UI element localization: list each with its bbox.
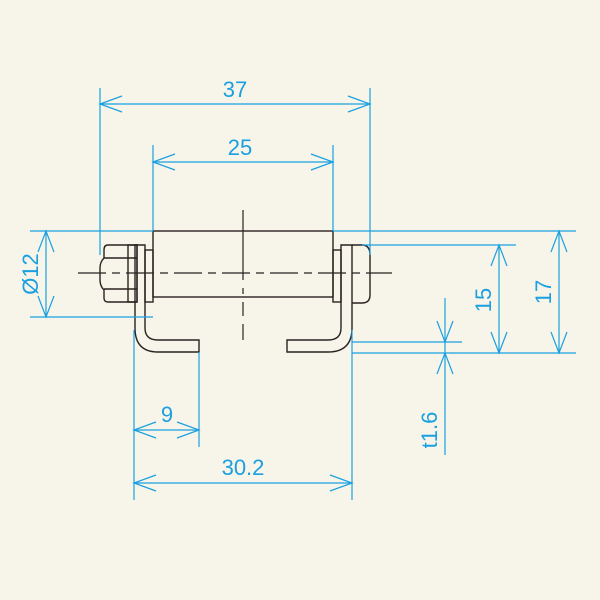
dim-thickness: t1.6 xyxy=(417,412,442,449)
rivet-head xyxy=(352,244,371,304)
dim-roller-diameter: Ø12 xyxy=(18,253,43,295)
dim-flange-width: 9 xyxy=(161,402,173,427)
part-outline xyxy=(99,230,371,353)
dim-bracket-span: 30.2 xyxy=(222,455,265,480)
left-bracket xyxy=(134,244,200,353)
dim-overall-width: 37 xyxy=(223,77,247,102)
dim-roller-length: 25 xyxy=(228,135,252,160)
dim-height-overall: 17 xyxy=(531,280,556,304)
dimension-lines xyxy=(30,88,576,500)
dim-height-inner: 15 xyxy=(471,288,496,312)
hex-nut xyxy=(99,244,138,303)
right-bracket xyxy=(286,244,353,353)
center-lines xyxy=(78,210,392,340)
